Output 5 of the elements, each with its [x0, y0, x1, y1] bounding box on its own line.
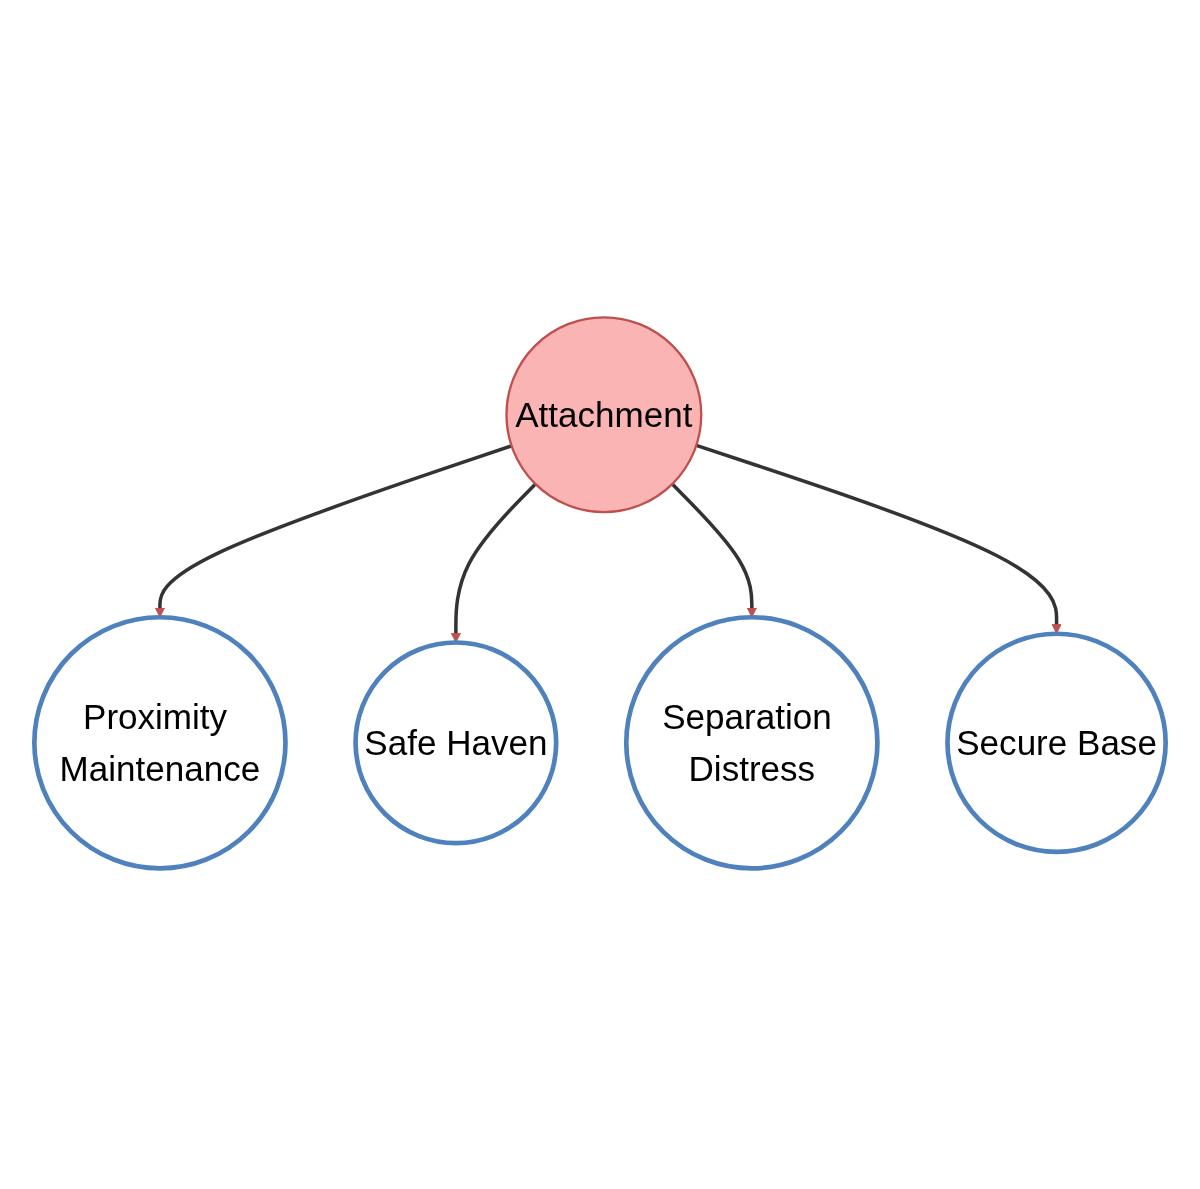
node-circle: Separation Distress	[623, 614, 880, 871]
node-circle: Attachment	[505, 315, 703, 513]
node-circle: Proximity Maintenance	[32, 614, 288, 871]
node-circle: Safe Haven	[353, 639, 559, 846]
node-circle: Secure Base	[945, 631, 1168, 854]
